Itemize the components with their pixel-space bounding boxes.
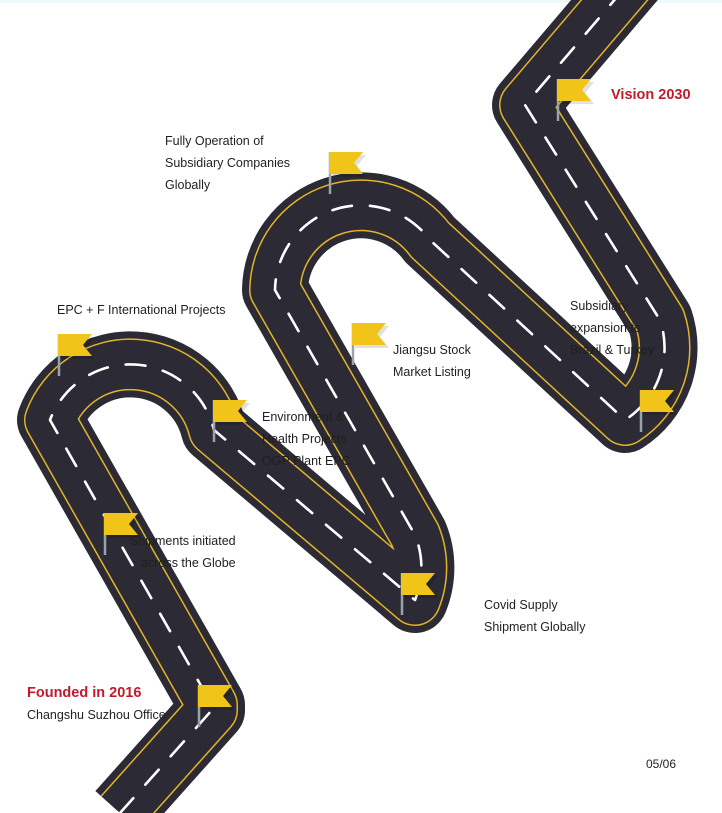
milestone-founded-title: Founded in 2016 <box>27 682 166 704</box>
milestone-subsidiary-ops: Fully Operation of Subsidiary Companies … <box>165 130 290 196</box>
milestone-founded-text: Changshu Suzhou Office <box>27 704 166 726</box>
milestone-jiangsu-line-2: Market Listing <box>393 361 471 383</box>
milestone-shipments: Shipments initiated across the Globe <box>130 530 236 574</box>
milestone-environment-line-3: OGP Plant EPC <box>262 450 351 472</box>
milestone-environment-line-1: Environment & <box>262 406 351 428</box>
flag-jiangsu-icon <box>352 323 389 365</box>
milestone-epc: EPC + F International Projects <box>57 299 225 321</box>
milestone-covid-line-1: Covid Supply <box>484 594 585 616</box>
milestone-brazil-turkey-line-2: expansion to <box>570 317 654 339</box>
milestone-subsidiary-ops-line-1: Fully Operation of <box>165 130 290 152</box>
milestone-brazil-turkey: Subsidiary expansion to Brazil & Turkey <box>570 295 654 361</box>
milestone-environment-line-2: Health Projects <box>262 428 351 450</box>
milestone-environment: Environment & Health Projects OGP Plant … <box>262 406 351 472</box>
milestone-brazil-turkey-line-3: Brazil & Turkey <box>570 339 654 361</box>
milestone-subsidiary-ops-line-2: Subsidiary Companies <box>165 152 290 174</box>
milestone-covid: Covid Supply Shipment Globally <box>484 594 585 638</box>
milestone-subsidiary-ops-line-3: Globally <box>165 174 290 196</box>
milestone-shipments-line-2: across the Globe <box>130 552 236 574</box>
milestone-founded: Founded in 2016 Changshu Suzhou Office <box>27 682 166 726</box>
milestone-brazil-turkey-line-1: Subsidiary <box>570 295 654 317</box>
milestone-shipments-line-1: Shipments initiated <box>130 530 236 552</box>
milestone-covid-line-2: Shipment Globally <box>484 616 585 638</box>
milestone-jiangsu: Jiangsu Stock Market Listing <box>393 339 471 383</box>
milestone-vision-title: Vision 2030 <box>611 84 691 106</box>
milestone-jiangsu-line-1: Jiangsu Stock <box>393 339 471 361</box>
milestone-epc-line-1: EPC + F International Projects <box>57 299 225 321</box>
milestone-vision: Vision 2030 <box>611 84 691 106</box>
page-indicator: 05/06 <box>646 757 676 771</box>
